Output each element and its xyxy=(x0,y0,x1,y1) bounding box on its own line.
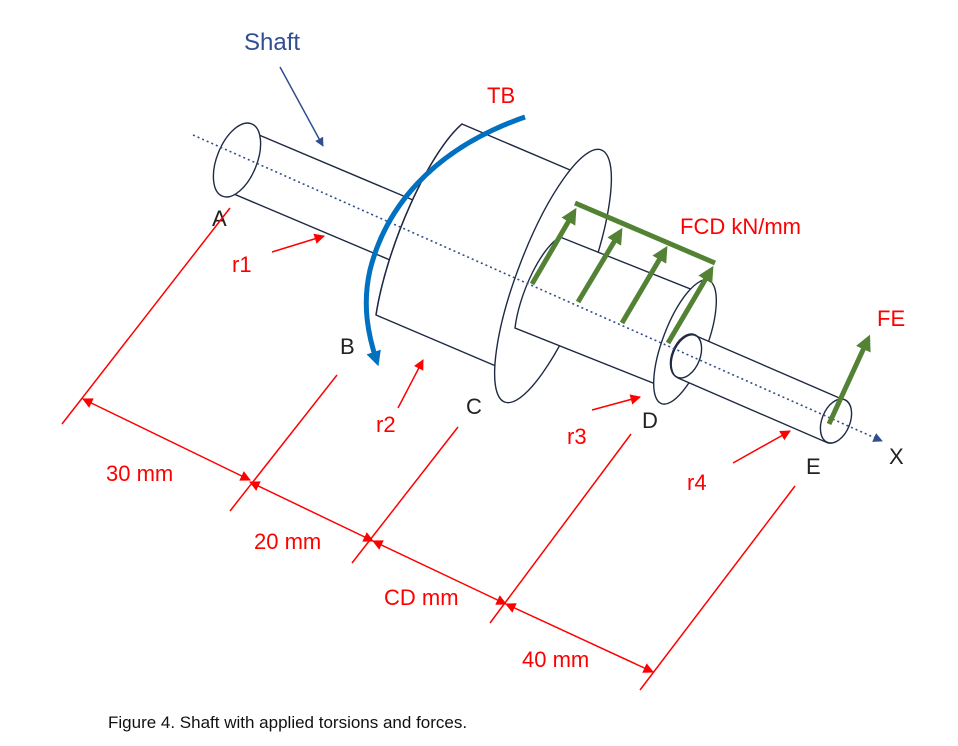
force-fe-label: FE xyxy=(877,306,905,331)
dimension-lines xyxy=(82,398,654,673)
distributed-load-fcd xyxy=(529,200,716,345)
figure-caption: Figure 4. Shaft with applied torsions an… xyxy=(108,713,467,732)
dimension-de-label: 40 mm xyxy=(522,647,589,672)
radius-r4-label: r4 xyxy=(687,470,707,495)
axis-line xyxy=(192,134,883,442)
radius-r1-label: r1 xyxy=(232,252,252,277)
torque-tb-arrow xyxy=(363,114,526,367)
radius-r4-pointer xyxy=(732,430,791,464)
radius-r1-pointer xyxy=(271,233,326,253)
dimension-extension-lines xyxy=(61,207,796,691)
radius-r3-pointer xyxy=(591,394,642,411)
dimension-ab-label: 30 mm xyxy=(106,461,173,486)
shaft-segment-4 xyxy=(669,333,853,444)
point-d-label: D xyxy=(642,408,658,433)
load-fcd-label: FCD kN/mm xyxy=(680,214,801,239)
dimension-cd-label: CD mm xyxy=(384,585,459,610)
radius-r2-label: r2 xyxy=(376,412,396,437)
force-fe-arrow xyxy=(826,334,871,426)
point-a-label: A xyxy=(212,206,227,231)
shaft-pointer xyxy=(279,66,324,147)
dimension-bc-label: 20 mm xyxy=(254,529,321,554)
point-c-label: C xyxy=(466,394,482,419)
axis-x-label: X xyxy=(889,444,904,469)
point-e-label: E xyxy=(806,454,821,479)
radius-r2-pointer xyxy=(397,359,424,409)
torque-tb-label: TB xyxy=(487,83,515,108)
shaft-label: Shaft xyxy=(244,29,300,56)
radius-r3-label: r3 xyxy=(567,424,587,449)
point-b-label: B xyxy=(340,334,355,359)
